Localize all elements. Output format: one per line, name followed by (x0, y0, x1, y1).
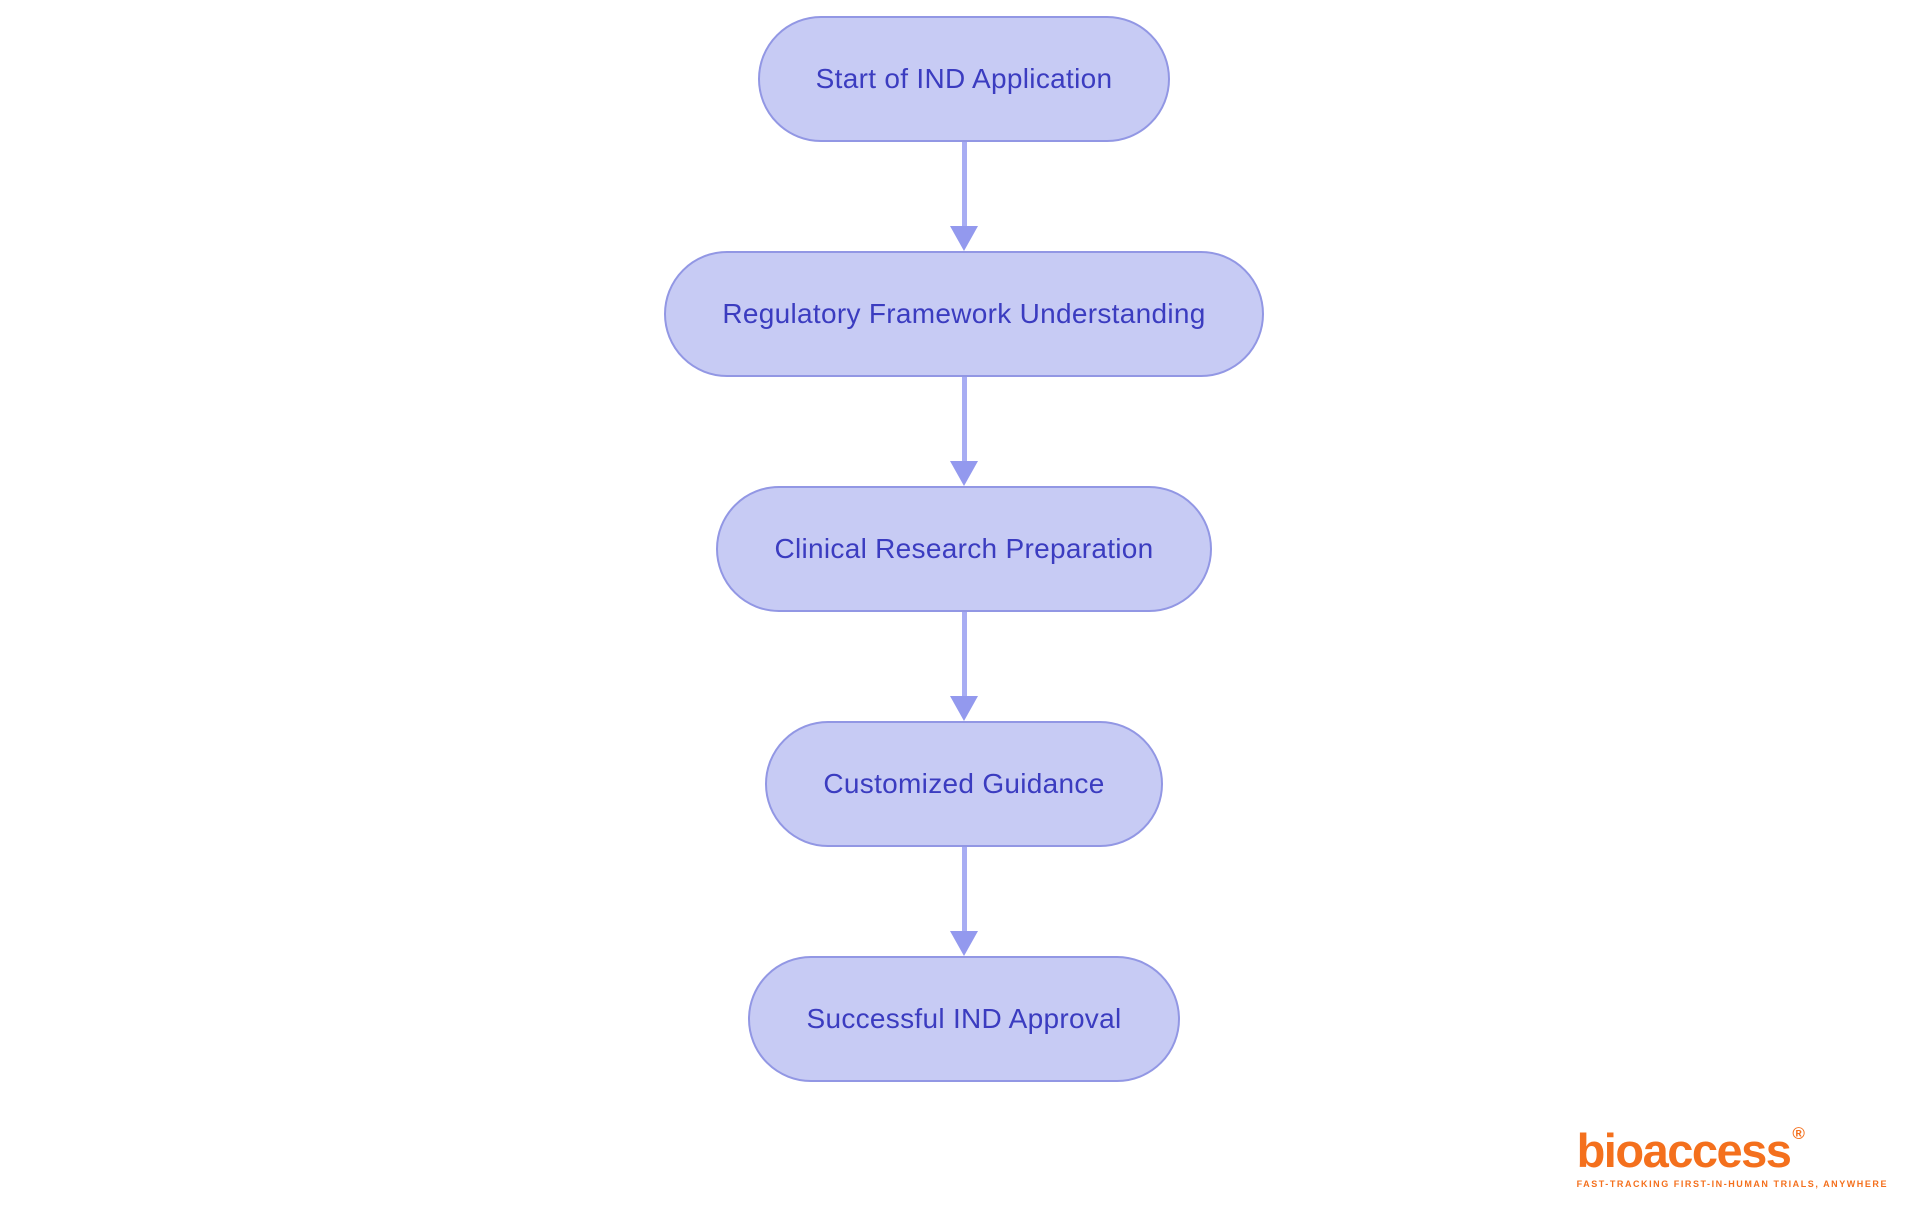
node-customized-guidance: Customized Guidance (765, 721, 1163, 847)
node-label: Customized Guidance (823, 768, 1105, 799)
flow-arrow-2 (950, 377, 978, 486)
arrow-head-icon (950, 931, 978, 956)
arrow-head-icon (950, 696, 978, 721)
bioaccess-logo: bioaccess® FAST-TRACKING FIRST-IN-HUMAN … (1577, 1125, 1888, 1189)
flow-arrow-3 (950, 612, 978, 721)
flow-arrow-4 (950, 847, 978, 956)
registered-trademark-icon: ® (1792, 1124, 1805, 1143)
ind-application-flowchart: Start of IND Application Regulatory Fram… (0, 16, 1920, 1082)
node-label: Start of IND Application (815, 63, 1113, 94)
logo-text: bioaccess (1576, 1124, 1792, 1177)
arrow-line (961, 612, 967, 696)
node-regulatory-framework-understanding: Regulatory Framework Understanding (664, 251, 1264, 377)
logo-tagline: FAST-TRACKING FIRST-IN-HUMAN TRIALS, ANY… (1576, 1179, 1888, 1189)
node-clinical-research-preparation: Clinical Research Preparation (716, 486, 1212, 612)
arrow-head-icon (950, 226, 978, 251)
logo-wordmark: bioaccess® (1577, 1125, 1888, 1174)
node-start-of-ind-application: Start of IND Application (757, 16, 1171, 142)
node-label: Clinical Research Preparation (774, 533, 1154, 564)
flow-arrow-1 (950, 142, 978, 251)
arrow-head-icon (950, 461, 978, 486)
node-label: Successful IND Approval (806, 1003, 1122, 1034)
node-label: Regulatory Framework Understanding (722, 298, 1206, 329)
arrow-line (961, 142, 967, 226)
arrow-line (961, 377, 967, 461)
node-successful-ind-approval: Successful IND Approval (748, 956, 1180, 1082)
arrow-line (961, 847, 967, 931)
